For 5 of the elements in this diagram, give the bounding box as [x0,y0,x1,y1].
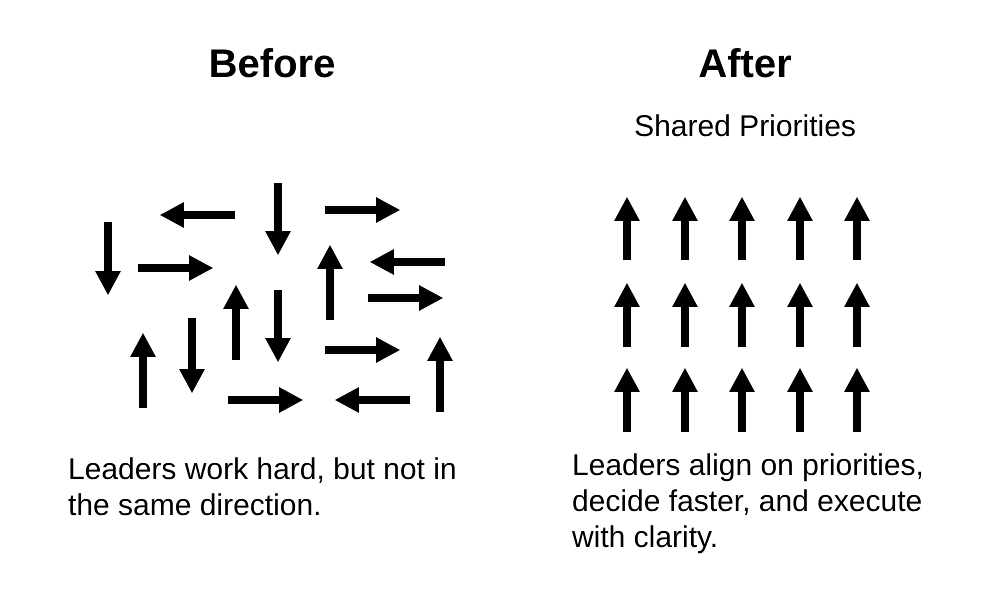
subheading: Shared Priorities [633,110,857,144]
after-description: Leaders align on priorities, decide faster, and execute with clarity. [572,448,925,556]
before-description: Leaders work hard, but not in the same direction. [68,452,458,524]
before-heading: Before [208,42,336,87]
after-heading: After [697,42,793,87]
